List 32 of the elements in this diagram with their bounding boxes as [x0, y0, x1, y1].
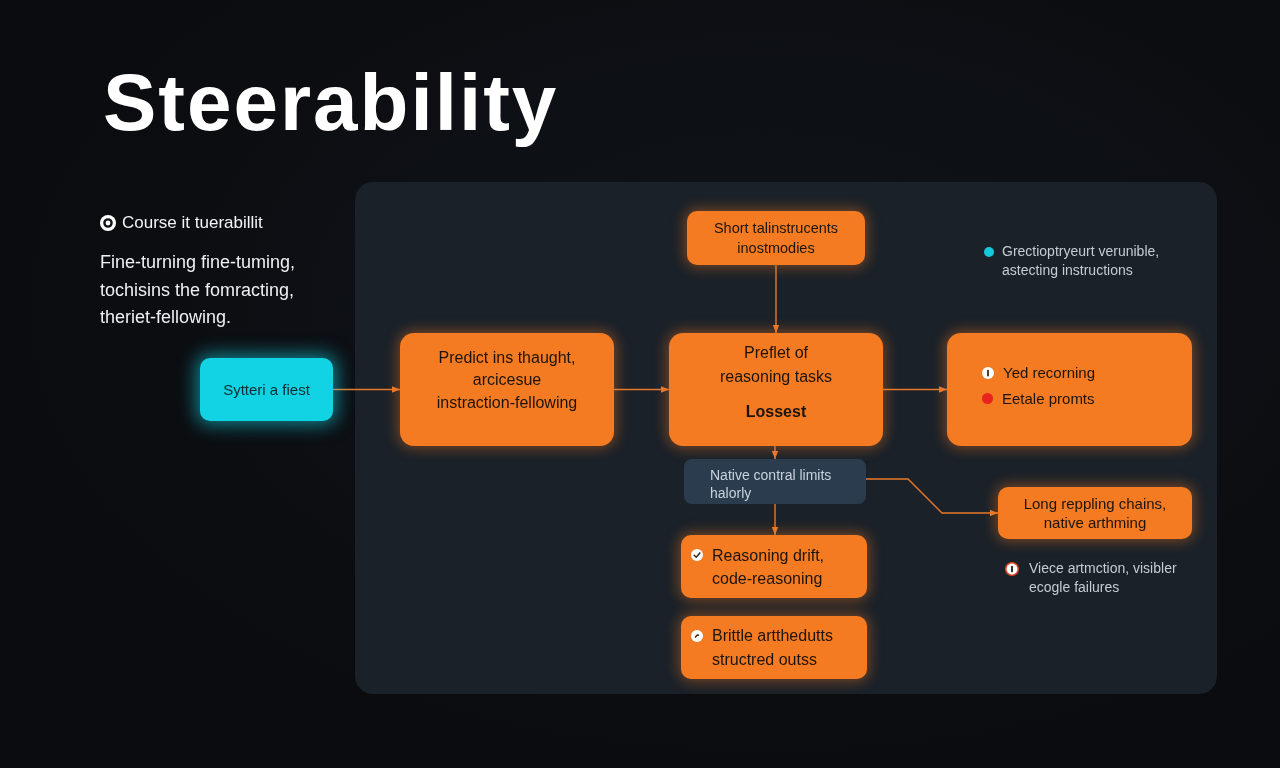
- process-box: [998, 487, 1192, 539]
- node-subtitle: Lossest: [745, 402, 807, 422]
- node-label: Preflet of reasoning tasks: [718, 343, 834, 387]
- node-label: Yed recorning: [1003, 362, 1095, 383]
- connector-arrow: [882, 386, 948, 393]
- connector-arrow: [772, 264, 780, 334]
- node-label: Brittle artthedutts structred outss: [712, 625, 834, 670]
- page-title: Steerability: [103, 57, 559, 149]
- node-label: Native contral limits halorly: [710, 465, 833, 502]
- connector-arrow: [771, 445, 779, 460]
- node-label: Short talinstrucents inostmodies: [712, 219, 840, 258]
- start-box: [200, 358, 333, 421]
- note-box: [684, 459, 866, 504]
- connector-arrow: [613, 386, 670, 393]
- process-box: [681, 535, 867, 598]
- process-box: [669, 333, 883, 446]
- node-label: Eetale promts: [1002, 388, 1095, 409]
- note-text: Grectioptryeurt verunible, astecting instructions: [1002, 242, 1161, 280]
- process-box: [687, 211, 865, 265]
- section-heading: Course it tuerabillit: [122, 212, 263, 234]
- note-text: Viece artmction, visibler ecogle failures: [1029, 559, 1178, 597]
- description-text: Fine-turning fine-tuming, tochisins the fomracting, theriet-fellowing.: [100, 251, 297, 329]
- connector-arrow: [771, 503, 779, 536]
- process-box: [947, 333, 1192, 446]
- connector-arrow: [865, 478, 999, 517]
- process-box: [400, 333, 614, 446]
- node-label: Long reppling chains, native arthming: [1022, 494, 1168, 532]
- node-label: Predict ins thaught, arcicesue instraction-fellowing: [435, 347, 579, 413]
- node-label: Sytteri a fiest: [223, 379, 310, 400]
- process-box: [681, 616, 867, 679]
- node-label: Reasoning drift, code-reasoning: [712, 545, 826, 589]
- connector-arrow: [332, 386, 401, 393]
